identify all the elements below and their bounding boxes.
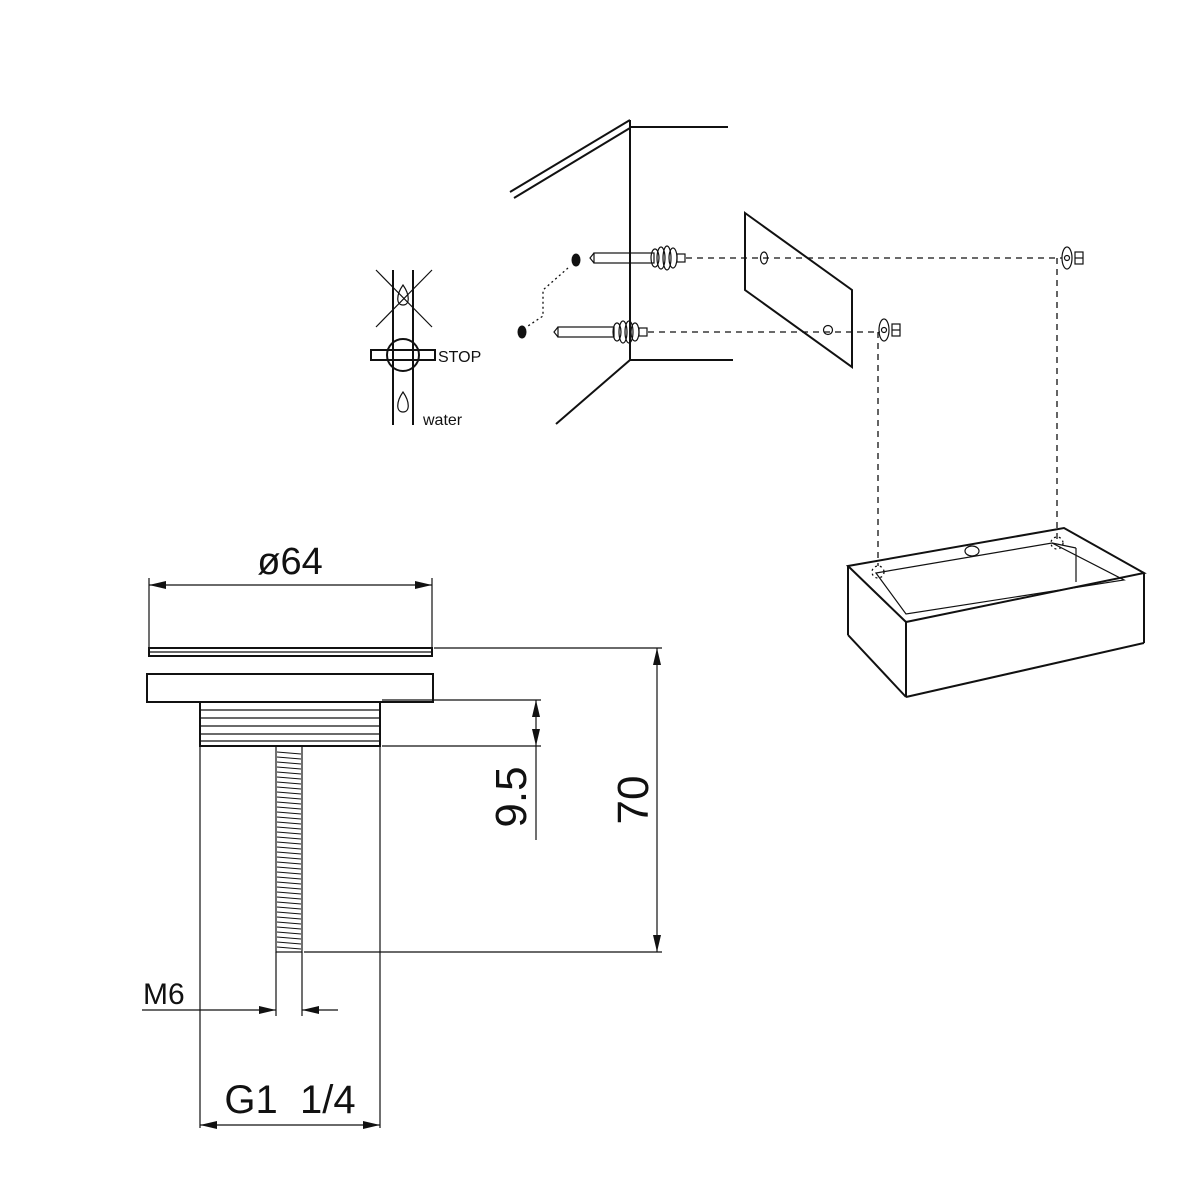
drill-hole-top	[571, 253, 581, 267]
drill-hole-bottom	[517, 325, 527, 339]
drain-flange	[146, 673, 434, 703]
bolt-thread-line	[276, 781, 302, 785]
bolt-thread-line	[276, 921, 302, 925]
bolt-thread-line	[276, 941, 302, 945]
bolt-thread-line	[276, 816, 302, 820]
bolt-thread-line	[276, 901, 302, 905]
bolt-thread-line	[276, 801, 302, 805]
bolt-thread-line	[276, 856, 302, 860]
bolt-thread-line	[276, 871, 302, 875]
bolt-thread-line	[276, 776, 302, 780]
total-height-label: 70	[609, 776, 658, 825]
bolt-thread-line	[276, 766, 302, 770]
water-stop-symbol: STOP water	[370, 269, 481, 429]
bolt-thread-line	[276, 876, 302, 880]
bolt-thread-line	[276, 896, 302, 900]
bolt-thread-line	[276, 791, 302, 795]
water-drop-icon	[397, 390, 409, 413]
fixing-hole-left	[871, 565, 885, 579]
anchor-bolt-bottom	[553, 320, 648, 344]
bolt-thread-line	[276, 906, 302, 910]
bolt-thread-label: M6	[143, 978, 185, 1011]
bolt-thread-line	[276, 821, 302, 825]
bolt-thread-line	[276, 846, 302, 850]
washbasin	[845, 526, 1147, 698]
stop-label: STOP	[438, 349, 481, 366]
bolt-thread-line	[276, 946, 302, 950]
bolt-thread-line	[276, 756, 302, 760]
bolt-thread-line	[276, 926, 302, 930]
bolt-thread-line	[276, 831, 302, 835]
thread-height-label: 9.5	[487, 766, 536, 827]
valve-icon	[386, 338, 420, 372]
bolt-thread-line	[276, 751, 302, 755]
bolt-thread-line	[276, 891, 302, 895]
bolt-thread-line	[276, 811, 302, 815]
drain-threaded-body	[199, 701, 381, 747]
drain-drawing: ø64 70 9.5	[142, 541, 662, 1129]
fixing-hole-right	[1050, 536, 1064, 550]
water-drop-crossed-icon	[397, 283, 409, 306]
mounting-plate	[744, 211, 853, 369]
outlet-thread-label: G1 1/4	[224, 1078, 355, 1122]
bolt-thread-line	[276, 931, 302, 935]
bolt-thread-line	[276, 866, 302, 870]
bolt-thread-line	[276, 806, 302, 810]
diameter-label: ø64	[257, 541, 322, 583]
washer-nut-bottom	[878, 318, 901, 342]
bolt-thread-line	[276, 761, 302, 765]
bolt-thread-line	[276, 826, 302, 830]
bolt-thread-line	[276, 836, 302, 840]
bolt-thread-line	[276, 936, 302, 940]
anchor-bolt-top	[589, 245, 686, 271]
valve-handle	[370, 349, 436, 361]
bolt-thread-line	[276, 796, 302, 800]
bolt-thread-line	[276, 886, 302, 890]
bolt-thread-line	[276, 861, 302, 865]
bolt-thread-line	[276, 841, 302, 845]
tap-hole	[964, 545, 980, 557]
wall-corner	[509, 119, 733, 425]
bolt-thread-line	[276, 851, 302, 855]
bolt-thread-line	[276, 881, 302, 885]
washer-nut-top	[1061, 246, 1084, 270]
bolt-thread-line	[276, 911, 302, 915]
hole-link-line	[527, 267, 569, 327]
bolt-thread-line	[276, 771, 302, 775]
bolt-thread-line	[276, 786, 302, 790]
m6-bolt	[275, 745, 303, 953]
water-label: water	[422, 412, 463, 429]
bolt-thread-line	[276, 916, 302, 920]
